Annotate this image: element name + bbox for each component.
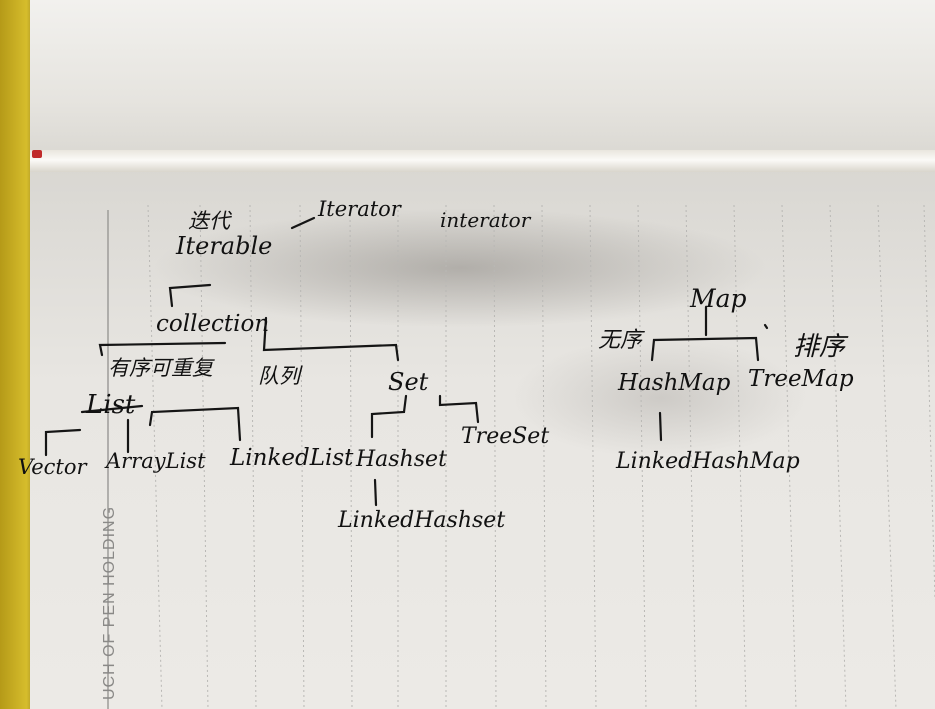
upper-page	[30, 0, 935, 168]
text-iterable: Iterable	[176, 232, 273, 260]
text-unordered-zh: 无序	[598, 328, 643, 353]
text-iter-zh: 迭代	[188, 209, 230, 233]
text-list: List	[86, 390, 136, 420]
hand-shadow	[150, 208, 770, 328]
text-linkedhashmap: LinkedHashMap	[616, 449, 800, 474]
text-arraylist: ArrayList	[106, 449, 206, 473]
text-treeset: TreeSet	[461, 424, 550, 449]
text-sorted-zh: 排序	[793, 332, 846, 362]
text-vector: Vector	[18, 455, 87, 479]
bookmark-thread	[32, 150, 42, 158]
page-fold	[30, 150, 935, 172]
text-map: Map	[690, 284, 747, 313]
text-iterator-b: interator	[440, 208, 531, 232]
text-iterator-a: Iterator	[318, 197, 401, 221]
text-set: Set	[388, 368, 429, 396]
text-linkedlist: LinkedList	[230, 445, 354, 471]
text-hashset: Hashset	[356, 447, 447, 472]
text-treemap: TreeMap	[748, 366, 854, 392]
text-queue-zh: 队列	[258, 364, 300, 388]
text-hashmap: HashMap	[618, 370, 731, 396]
text-collection: collection	[156, 311, 270, 337]
text-ordered-zh: 有序可重复	[108, 356, 213, 380]
text-linkedhashset: LinkedHashset	[338, 508, 506, 533]
